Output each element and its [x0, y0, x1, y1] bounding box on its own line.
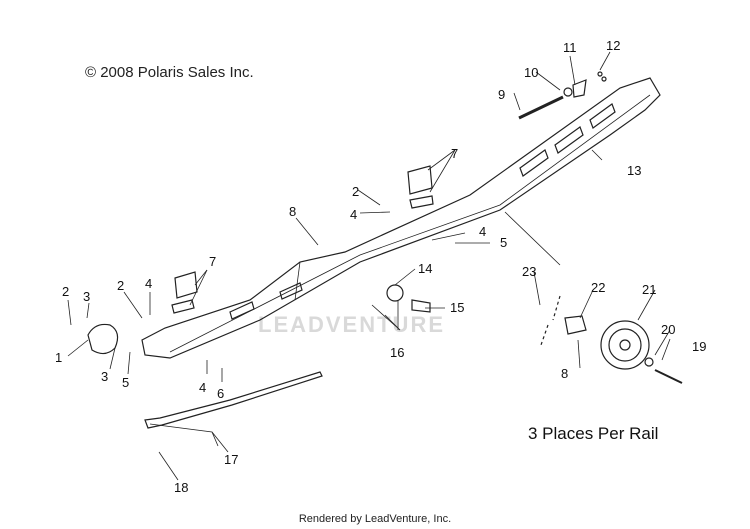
render-credit: Rendered by LeadVenture, Inc. — [298, 513, 452, 525]
callout-18: 18 — [174, 480, 188, 495]
end-cap — [87, 323, 119, 355]
callout-4: 4 — [145, 276, 152, 291]
callout-7: 7 — [209, 254, 216, 269]
callout-8: 8 — [561, 366, 568, 381]
callout-2: 2 — [352, 184, 359, 199]
callout-17: 17 — [224, 452, 238, 467]
callout-4: 4 — [350, 207, 357, 222]
callout-2: 2 — [117, 278, 124, 293]
copyright-text: © 2008 Polaris Sales Inc. — [85, 64, 254, 81]
watermark: LEADVENTURE — [258, 312, 446, 337]
callout-9: 9 — [498, 87, 505, 102]
callout-21: 21 — [642, 282, 656, 297]
callout-8: 8 — [289, 204, 296, 219]
callout-3: 3 — [101, 369, 108, 384]
places-note: 3 Places Per Rail — [528, 424, 659, 443]
callout-6: 6 — [217, 386, 224, 401]
callout-5: 5 — [122, 375, 129, 390]
callout-20: 20 — [661, 322, 675, 337]
callout-4: 4 — [479, 224, 486, 239]
rail-beam — [141, 77, 661, 359]
callout-2: 2 — [62, 284, 69, 299]
callout-23: 23 — [522, 264, 536, 279]
callout-13: 13 — [627, 163, 641, 178]
callout-16: 16 — [390, 345, 404, 360]
callout-10: 10 — [524, 65, 538, 80]
callout-14: 14 — [418, 261, 432, 276]
callout-3: 3 — [83, 289, 90, 304]
callout-15: 15 — [450, 300, 464, 315]
wear-strip — [144, 371, 323, 429]
callout-4: 4 — [199, 380, 206, 395]
callout-22: 22 — [591, 280, 605, 295]
callout-5: 5 — [500, 235, 507, 250]
callout-12: 12 — [606, 38, 620, 53]
callout-1: 1 — [55, 350, 62, 365]
callout-7: 7 — [451, 146, 458, 161]
callout-11: 11 — [563, 40, 577, 55]
callout-19: 19 — [692, 339, 706, 354]
